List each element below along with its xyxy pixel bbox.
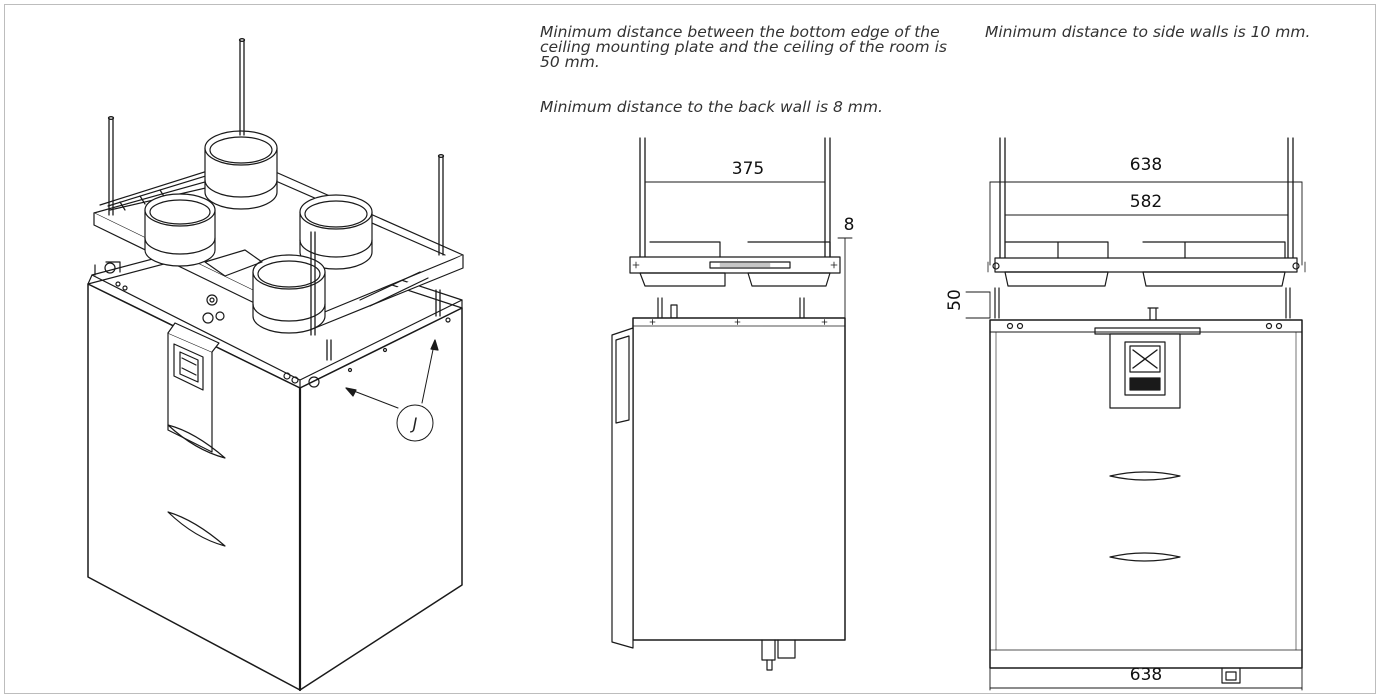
note-back-wall-distance: Minimum distance to the back wall is 8 m… (540, 98, 883, 116)
side-view: 375 8 (611, 137, 855, 671)
dimension-638-top: 638 (1130, 155, 1162, 175)
handle-upper (167, 424, 226, 459)
duct-collar-left (144, 193, 216, 267)
isometric-view: J (87, 38, 464, 692)
callout-j: J (345, 339, 439, 442)
front-handle-upper (1109, 471, 1181, 481)
dimension-375: 375 (732, 159, 764, 179)
handle-lower (167, 511, 226, 547)
note-ceiling-distance: Minimum distance between the bottom edge… (540, 23, 947, 71)
dimension-638-bottom: 638 (1130, 665, 1162, 685)
front-handle-lower (1109, 552, 1181, 562)
duct-collar-front (252, 254, 326, 334)
callout-j-label: J (410, 414, 418, 433)
duct-collar-back (204, 130, 278, 210)
diagram-frame (4, 4, 1376, 694)
threaded-rods (107, 38, 445, 361)
front-view: 638 582 50 (945, 137, 1306, 691)
dimension-582: 582 (1130, 192, 1162, 212)
dimension-8: 8 (844, 215, 855, 235)
dimension-50: 50 (945, 289, 965, 311)
front-control-panel (1094, 327, 1201, 409)
duct-collars (144, 130, 373, 334)
control-panel (167, 322, 220, 453)
note-side-wall-distance: Minimum distance to side walls is 10 mm. (985, 23, 1311, 41)
